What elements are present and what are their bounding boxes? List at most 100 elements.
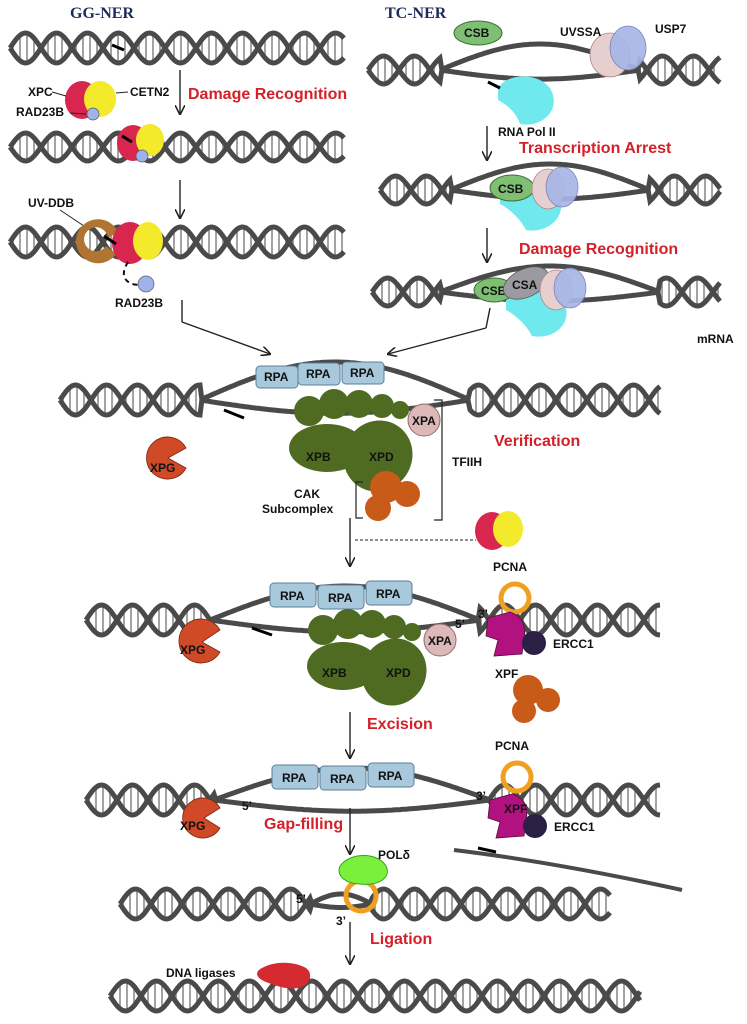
rpa-row-gapfill: [271, 762, 415, 791]
rpa-label: RPA: [306, 367, 331, 381]
five-prime-end-2: 5’: [242, 799, 252, 813]
dna-resynthesis: [117, 886, 612, 922]
tfiih-complex-verification: [289, 389, 420, 521]
three-prime-end: 3’: [478, 607, 488, 621]
rpa-protein: [341, 361, 385, 385]
arrows: [180, 70, 490, 964]
rpa-row-verification: [255, 361, 385, 389]
ercc1-protein: [522, 631, 546, 655]
rpa-protein: [271, 764, 319, 790]
rna-pol-ii-label: RNA Pol II: [498, 125, 556, 139]
mrna-label: mRNA: [697, 332, 734, 346]
rad23b-released-protein: [137, 275, 155, 293]
rpa-protein: [319, 765, 367, 791]
csb-label-2: CSB: [498, 182, 524, 196]
xpg-protein-gapfill: [182, 797, 221, 839]
dna-lesion: [223, 408, 245, 420]
cetn2-label: CETN2: [130, 85, 170, 99]
csb-label-3: CSB: [481, 284, 507, 298]
rpa-label: RPA: [330, 772, 355, 786]
uv-ddb-protein: [76, 219, 118, 264]
rad23b-protein: [86, 107, 100, 121]
dna-gg-1: [7, 30, 346, 66]
dna-lesion: [111, 43, 125, 52]
pcna-label-2: PCNA: [495, 739, 529, 753]
rpa-label: RPA: [350, 366, 375, 380]
three-prime-end-2: 3’: [476, 789, 486, 803]
stage-transcription-arrest: Transcription Arrest: [519, 140, 672, 157]
xpg-protein-free: [146, 436, 187, 480]
pol-delta-label: POLδ: [378, 848, 410, 862]
tc-ner-header: TC-NER: [385, 5, 447, 22]
rpa-label: RPA: [378, 769, 403, 783]
dna-ligases-label: DNA ligases: [166, 966, 236, 980]
ercc1-protein: [523, 814, 547, 838]
stage-damage-recognition-gg: Damage Recognition: [188, 86, 347, 103]
uvssa-label: UVSSA: [560, 25, 602, 39]
xpc-complex-bound: [117, 124, 164, 163]
xpc-complex-free: [65, 81, 116, 121]
xpa-label: XPA: [412, 414, 436, 428]
xpd-protein: [343, 420, 413, 492]
rad23b-released-label: RAD23B: [115, 296, 163, 310]
dna-lesion: [121, 134, 133, 144]
cak-released: [512, 675, 560, 723]
stage-gap-filling: Gap-filling: [264, 816, 343, 833]
rpa-protein: [317, 584, 365, 610]
stage-ligation: Ligation: [370, 931, 432, 948]
csa-label: CSA: [512, 278, 538, 292]
dna-lesion: [487, 80, 501, 90]
dna-lesion: [477, 846, 497, 854]
rna-pol-ii-protein: [498, 76, 554, 125]
rpa-label: RPA: [264, 370, 289, 384]
rpa-protein: [297, 362, 341, 386]
tfiih-complex-incision: [307, 609, 427, 706]
xpf-label: XPF: [495, 667, 518, 681]
dna-ligated: [107, 978, 643, 1014]
dna-gg-2: [7, 130, 346, 164]
ercc1-label-2: ERCC1: [554, 820, 595, 834]
cak-bracket: [355, 481, 363, 519]
cak-protein: [365, 495, 391, 521]
tfiih-label: TFIIH: [452, 455, 482, 469]
rpa-protein: [365, 580, 413, 606]
csb-protein-free: [453, 20, 503, 46]
cak-protein: [394, 481, 420, 507]
pcna-label: PCNA: [493, 560, 527, 574]
rpa-label: RPA: [282, 771, 307, 785]
xpa-label-2: XPA: [428, 634, 452, 648]
cetn2-protein: [133, 222, 163, 260]
xpc-complex-released: [475, 511, 523, 550]
stage-damage-recognition-tc: Damage Recognition: [519, 241, 678, 258]
five-prime-end: 5’: [455, 617, 465, 631]
rad23b-protein: [135, 149, 149, 163]
usp7-protein: [553, 267, 587, 309]
xpg-protein-bound: [178, 618, 221, 664]
xpa-protein: [407, 403, 441, 437]
dna-lesion: [103, 234, 117, 246]
xpa-protein: [423, 623, 457, 657]
csb-label: CSB: [464, 26, 490, 40]
usp7-label: USP7: [655, 22, 687, 36]
cak-label-line1: CAK: [294, 487, 320, 501]
xpg-label-2: XPG: [180, 643, 205, 657]
xpd-label-2: XPD: [386, 666, 411, 680]
xpc-label: XPC: [28, 85, 53, 99]
five-prime-end-3: 5’: [296, 892, 306, 906]
xpg-label-3: XPG: [180, 819, 205, 833]
stage-verification: Verification: [494, 433, 580, 450]
dna-gg-3: [7, 224, 346, 260]
xpb-label: XPB: [306, 450, 331, 464]
xpb-protein: [307, 642, 379, 690]
rad23b-release-path: [122, 261, 139, 286]
xpd-label: XPD: [369, 450, 394, 464]
dna-lesion: [251, 626, 273, 637]
three-prime-end-3: 3’: [336, 914, 346, 928]
xpf-protein: [485, 611, 526, 657]
xpg-label: XPG: [150, 461, 175, 475]
ercc1-label: ERCC1: [553, 637, 594, 651]
stage-excision: Excision: [367, 716, 433, 733]
dna-ligase-protein: [257, 962, 311, 989]
xpf-protein: [487, 793, 528, 839]
